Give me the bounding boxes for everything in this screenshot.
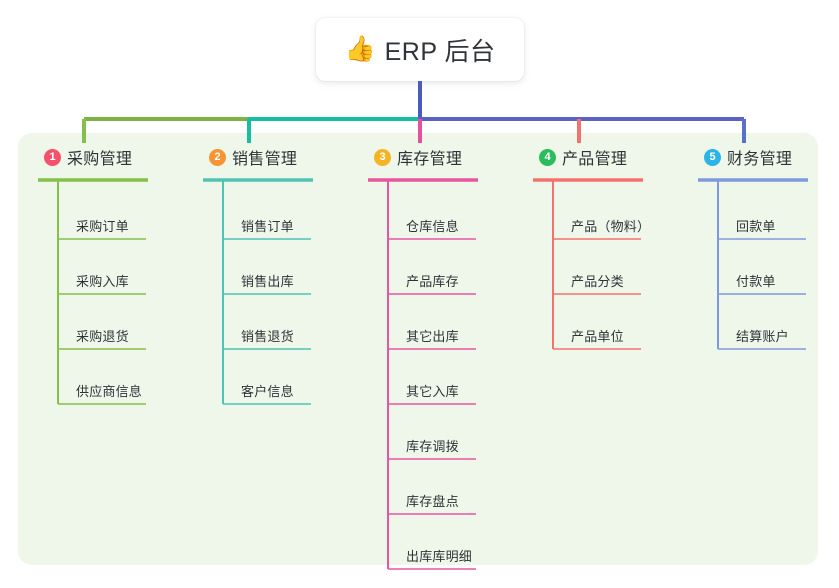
- leaf-item[interactable]: 采购订单: [76, 219, 129, 234]
- branch-header-2[interactable]: 2 销售管理: [209, 144, 297, 170]
- leaf-item[interactable]: 仓库信息: [406, 219, 459, 234]
- branch-header-4[interactable]: 4 产品管理: [539, 144, 627, 170]
- leaf-item[interactable]: 回款单: [736, 219, 776, 234]
- leaf-item[interactable]: 库存调拨: [406, 439, 459, 454]
- branch-column-1: 1 采购管理: [36, 144, 132, 170]
- leaf-item[interactable]: 客户信息: [241, 384, 294, 399]
- leaf-item[interactable]: 产品分类: [571, 274, 624, 289]
- leaf-item[interactable]: 库存盘点: [406, 494, 459, 509]
- branch-title-3: 库存管理: [397, 151, 463, 168]
- leaf-item[interactable]: 销售退货: [241, 329, 294, 344]
- branch-column-4: 4 产品管理: [531, 144, 627, 170]
- branch-column-3: 3 库存管理: [366, 144, 462, 170]
- leaf-item[interactable]: 付款单: [736, 274, 776, 289]
- branch-badge-4: 4: [539, 148, 556, 166]
- branch-column-5: 5 财务管理: [696, 144, 792, 170]
- branch-title-5: 财务管理: [727, 151, 793, 168]
- leaf-item[interactable]: 采购退货: [76, 329, 129, 344]
- leaf-item[interactable]: 产品（物料）: [571, 219, 651, 234]
- leaf-item[interactable]: 结算账户: [736, 329, 789, 344]
- root-node-title: ERP 后台: [384, 37, 496, 66]
- branch-badge-1: 1: [44, 148, 61, 166]
- leaf-item[interactable]: 其它出库: [406, 329, 459, 344]
- branch-badge-2: 2: [209, 148, 226, 166]
- branch-header-3[interactable]: 3 库存管理: [374, 144, 462, 170]
- leaf-item[interactable]: 产品单位: [571, 329, 624, 344]
- branch-column-2: 2 销售管理: [201, 144, 297, 170]
- leaf-item[interactable]: 出库库明细: [406, 549, 473, 564]
- leaf-item[interactable]: 产品库存: [406, 274, 459, 289]
- leaf-item[interactable]: 供应商信息: [76, 384, 143, 399]
- branch-title-2: 销售管理: [232, 151, 298, 168]
- branch-header-1[interactable]: 1 采购管理: [44, 144, 132, 170]
- leaf-item[interactable]: 其它入库: [406, 384, 459, 399]
- thumbs-up-emoji: 👍: [344, 35, 376, 63]
- branch-badge-5: 5: [704, 148, 721, 166]
- root-node[interactable]: 👍 ERP 后台: [316, 18, 524, 81]
- leaf-item[interactable]: 销售出库: [241, 274, 294, 289]
- branch-title-4: 产品管理: [562, 151, 628, 168]
- branch-header-5[interactable]: 5 财务管理: [704, 144, 792, 170]
- leaf-item[interactable]: 销售订单: [241, 219, 294, 234]
- branch-title-1: 采购管理: [67, 151, 133, 168]
- branch-badge-3: 3: [374, 148, 391, 166]
- leaf-item[interactable]: 采购入库: [76, 274, 129, 289]
